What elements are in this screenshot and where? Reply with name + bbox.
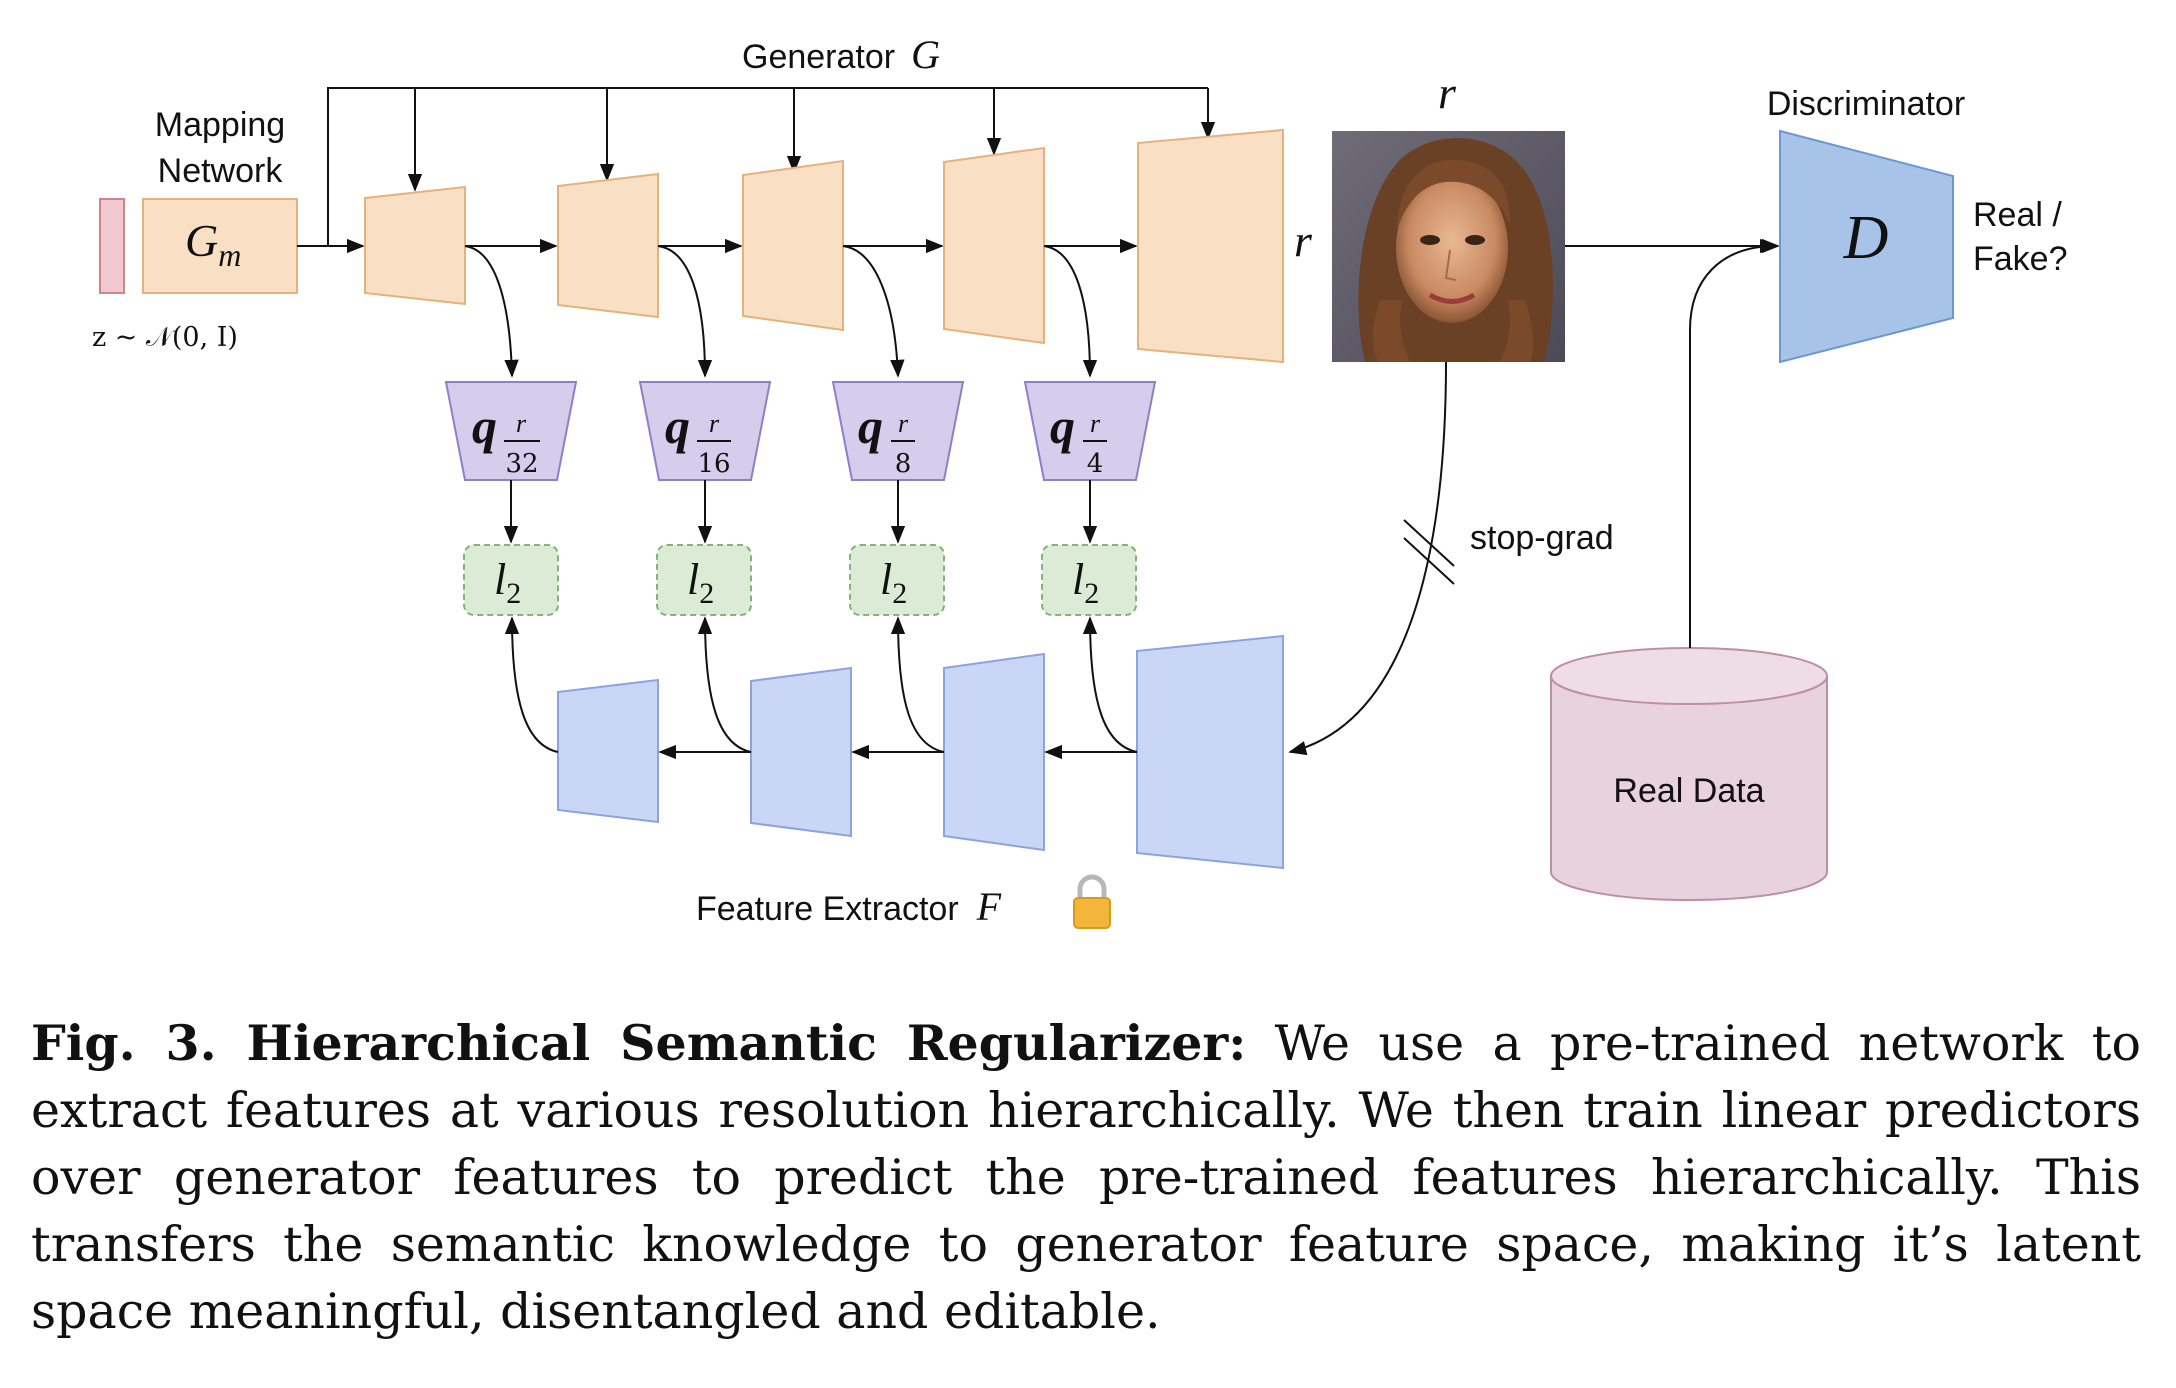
svg-text:q: q: [858, 398, 883, 454]
svg-text:l2: l2: [1072, 555, 1099, 610]
generator-block-5: [1137, 128, 1284, 364]
extractor-block-2: [750, 666, 852, 838]
latent-label: z ~ 𝒩(0, I): [92, 322, 238, 353]
mapping-network-box: [142, 198, 298, 294]
svg-text:r: r: [1090, 409, 1101, 438]
stop-grad-arrow: [1288, 361, 1447, 756]
loss-l2-2: l2: [656, 544, 752, 616]
svg-text:r: r: [898, 409, 909, 438]
latent-vector: [99, 198, 125, 294]
generator-block-3: [742, 159, 844, 332]
discriminator-label: Discriminator: [1767, 85, 1965, 123]
real-data-to-discriminator-arrow: [1689, 238, 1778, 648]
mapping-network-label-line2: Network: [158, 152, 284, 190]
svg-text:q: q: [1050, 398, 1075, 454]
discriminator-symbol: D: [1843, 204, 1889, 272]
svg-text:l2: l2: [494, 555, 521, 610]
real-fake-label-line1: Real /: [1973, 196, 2062, 234]
style-bus: [327, 87, 1208, 246]
predictor-q-r16: q r 16: [638, 381, 772, 481]
loss-l2-4: l2: [1041, 544, 1137, 616]
mapping-network-symbol: Gm: [185, 215, 241, 273]
caption-prefix: Fig. 3. Hierarchical Semantic Regularize…: [31, 1014, 1247, 1072]
caption-text: We use a pre-trained network to extract …: [31, 1015, 2141, 1340]
real-data-label: Real Data: [1613, 772, 1764, 810]
output-symbol-side: r: [1294, 215, 1313, 266]
real-fake-label-line2: Fake?: [1973, 240, 2068, 278]
extractor-block-3: [943, 652, 1045, 852]
svg-text:32: 32: [505, 449, 538, 479]
predictor-q-r8: q r 8: [831, 381, 965, 481]
svg-text:l2: l2: [880, 555, 907, 610]
predictor-q-r4: q r 4: [1023, 381, 1157, 481]
svg-text:r: r: [516, 409, 527, 438]
loss-l2-1: l2: [463, 544, 559, 616]
figure-caption: Fig. 3. Hierarchical Semantic Regularize…: [31, 1010, 2141, 1345]
svg-text:8: 8: [895, 449, 912, 479]
extractor-block-4: [1136, 634, 1284, 870]
architecture-diagram: z ~ 𝒩(0, I) Mapping Network Gm Generator…: [92, 32, 2068, 929]
generator-block-2: [557, 172, 659, 319]
svg-text:q: q: [472, 398, 497, 454]
loss-l2-3: l2: [849, 544, 945, 616]
svg-text:4: 4: [1087, 449, 1104, 479]
lock-icon: [1073, 874, 1111, 929]
output-symbol-top: r: [1438, 67, 1457, 118]
discriminator-block: [1779, 129, 1954, 364]
predictor-q-r32: q r 32: [444, 381, 578, 481]
svg-text:l2: l2: [687, 555, 714, 610]
generated-face-image: [1332, 131, 1565, 362]
stop-grad-label: stop-grad: [1470, 519, 1614, 557]
svg-text:q: q: [665, 398, 690, 454]
mapping-network-label-line1: Mapping: [155, 106, 285, 144]
svg-text:16: 16: [697, 449, 730, 479]
real-data-cylinder: [1550, 647, 1828, 901]
generator-block-1: [364, 185, 466, 306]
extractor-block-1: [557, 678, 659, 824]
generator-block-4: [943, 146, 1045, 345]
svg-text:r: r: [709, 409, 720, 438]
